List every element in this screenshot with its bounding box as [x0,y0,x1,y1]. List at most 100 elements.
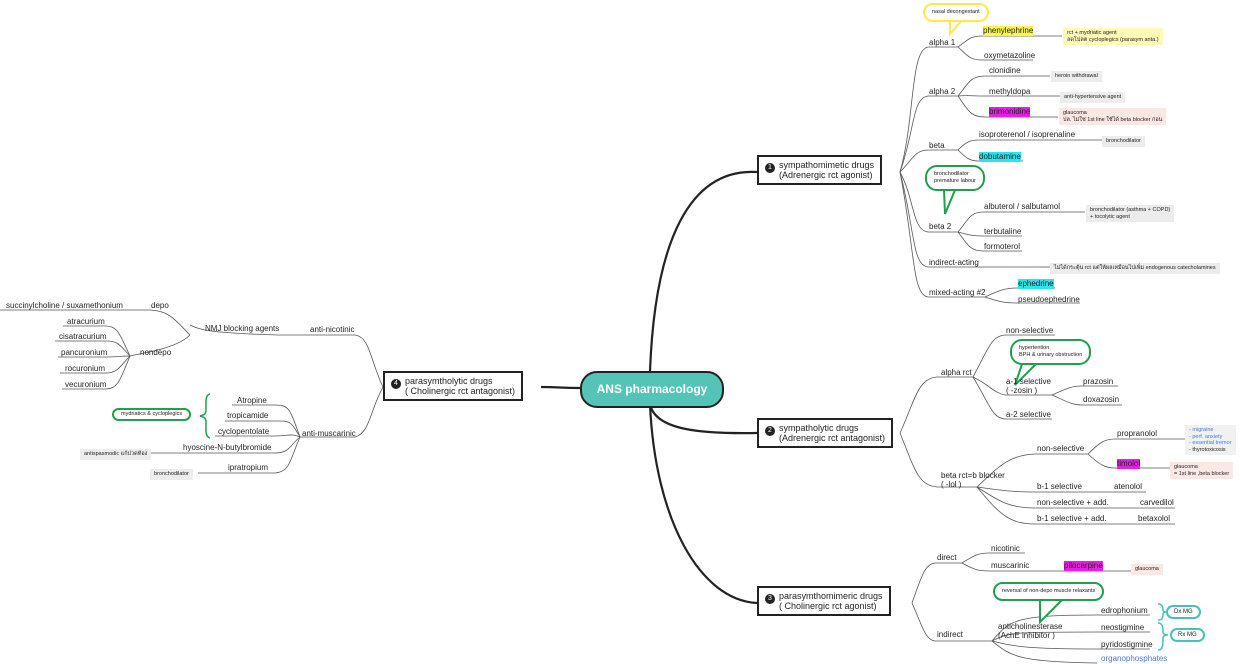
anticholinesterase-bubble: reversal of non-depo muscle relaxants [993,582,1105,601]
indirect-acting-label[interactable]: indirect-acting [929,258,979,267]
label-line: a-1 selective [1006,377,1051,386]
atracurium-label[interactable]: atracurium [67,317,105,326]
nonselective-add-label[interactable]: non-selective + add. [1037,498,1109,507]
beta-blocker-label[interactable]: beta rct=b blocker( -lol ) [941,471,1005,489]
albuterol-label[interactable]: albuterol / salbutamol [984,202,1061,211]
number-badge: 3 [765,594,775,604]
rocuronium-label[interactable]: rocuronium [65,364,106,373]
nmj-blocking-label[interactable]: NMJ blocking agents [205,324,280,333]
tropicamide-label[interactable]: tropicamide [227,411,269,420]
carvedilol-label[interactable]: carvedilol [1140,498,1174,507]
label-line: ( -lol ) [941,480,962,489]
nondepo-label[interactable]: nondepo [140,348,172,357]
cyclopentolate-label[interactable]: cyclopentolate [218,427,270,436]
bubble-line: BPH & urinary obstruction [1019,352,1083,358]
number-badge: 4 [391,379,401,389]
nasal-decongestant-bubble: nasal decongestant [923,3,989,22]
bubble-line: premature labour [934,178,976,184]
vecuronium-label[interactable]: vecuronium [65,380,107,389]
antispasmodic-note: antispasmodic แก้ปวดท้อง [80,449,152,460]
node-title: parasymthomimeric drugs [779,591,883,601]
indirect-acting-note: ไม่ได้กระตุ้น rct แต่ให้ผลเหมือนไปเพิ่ม … [1050,263,1220,274]
alpha-nonselective-label[interactable]: non-selective [1006,326,1054,335]
prazosin-label[interactable]: prazosin [1083,377,1114,386]
timolol-note: glaucoma= 1st line ,beta blocker [1170,462,1234,479]
alpha1-label[interactable]: alpha 1 [929,38,956,47]
anti-muscarinic-label[interactable]: anti-muscarinic [302,429,356,438]
list-item: - thyrotoxicosis [1189,446,1226,453]
note-line: ลดโปลต cycloplegics (parasym anta.) [1067,36,1159,43]
pyridostigmine-label[interactable]: pyridostigmine [1101,640,1153,649]
propranolol-label[interactable]: propranolol [1117,429,1158,438]
note-line: = 1st line ,beta blocker [1174,470,1230,477]
list-item: - perf. anxiety [1189,433,1223,440]
number-badge: 1 [765,163,775,173]
alpha2-label[interactable]: alpha 2 [929,87,956,96]
anti-nicotinic-label[interactable]: anti-nicotinic [310,325,355,334]
oxymetazoline-label[interactable]: oxymetazoline [984,51,1036,60]
direct-label[interactable]: direct [937,553,957,562]
a2-selective-label[interactable]: a-2 selective [1006,410,1051,419]
pancuronium-label[interactable]: pancuronium [61,348,108,357]
formoterol-label[interactable]: formoterol [984,242,1021,251]
doxazosin-label[interactable]: doxazosin [1083,395,1120,404]
pilocarpine-label[interactable]: pilocarpine [1064,561,1103,571]
rx-mg-tag: Rx MG [1170,628,1205,642]
beta-nonselective-label[interactable]: non-selective [1037,444,1085,453]
node-subtitle: ( Cholinergic rct antagonist) [405,386,516,396]
organophosphates-label[interactable]: organophosphates [1101,654,1168,663]
note-line: + tocolytic agent [1090,213,1130,220]
alpha-rct-label[interactable]: alpha rct [941,368,972,377]
atenolol-label[interactable]: atenolol [1114,482,1143,491]
atropine-label[interactable]: Atropine [237,396,267,405]
note-line: ปล. ไม่ใช่ 1st line ใช้ได้ beta blocker … [1063,116,1163,123]
node-title: sympathomimetic drugs [779,160,875,170]
central-topic[interactable]: ANS pharmacology [580,371,724,408]
indirect-label[interactable]: indirect [937,630,963,639]
phenylephrine-label[interactable]: phenylephrine [983,26,1034,36]
depo-label[interactable]: depo [151,301,169,310]
bronchodilator-note: bronchodilator [1102,136,1145,147]
label-line: ( -zosin ) [1006,386,1038,395]
antihypertensive-note: anti-hypertensive agent [1060,92,1126,103]
succinylcholine-label[interactable]: succinylcholine / suxamethonium [6,301,123,310]
ipratropium-label[interactable]: ipratropium [228,463,269,472]
nicotinic-label[interactable]: nicotinic [991,544,1020,553]
isoproterenol-label[interactable]: isoproterenol / isoprenaline [979,130,1076,139]
label-line: beta rct=b blocker [941,471,1005,480]
methyldopa-label[interactable]: methyldopa [989,87,1031,96]
mixed-acting-label[interactable]: mixed-acting #2 [929,288,986,297]
a1-selective-label[interactable]: a-1 selective( -zosin ) [1006,377,1051,395]
neostigmine-label[interactable]: neostigmine [1101,623,1145,632]
albuterol-note: bronchodilator (asthma + COPD)+ tocolyti… [1086,205,1175,222]
timolol-label[interactable]: timolol [1117,459,1141,469]
b1-selective-add-label[interactable]: b-1 selective + add. [1037,514,1107,523]
muscarinic-label[interactable]: muscarinic [991,561,1030,570]
hyoscine-label[interactable]: hyoscine-N-butylbromide [183,443,272,452]
betaxolol-label[interactable]: betaxolol [1138,514,1171,523]
b1-selective-label[interactable]: b-1 selective [1037,482,1082,491]
terbutaline-label[interactable]: terbutaline [984,227,1022,236]
node-title: sympatholytic drugs [779,423,859,433]
pseudoephedrine-label[interactable]: pseudoephedrine [1018,295,1080,304]
node-subtitle: ( Cholinergic rct agonist) [779,601,877,611]
edrophonium-label[interactable]: edrophonium [1101,606,1148,615]
beta2-label[interactable]: beta 2 [929,222,952,231]
label-line: anticholinesterase [998,622,1063,631]
brimonidine-label[interactable]: brimonidine [989,107,1031,117]
dobutamine-label[interactable]: dobutamine [979,152,1021,162]
anticholinesterase-label[interactable]: anticholinesterase(AchE inhibitor ) [998,622,1062,640]
ephedrine-label[interactable]: ephedrine [1018,279,1054,289]
propranolol-uses-list: - migraine - perf. anxiety - essential t… [1185,425,1236,455]
beta-label[interactable]: beta [929,141,945,150]
clonidine-label[interactable]: clonidine [989,66,1021,75]
parasympathomimetic-node[interactable]: 3 parasymthomimeric drugs( Cholinergic rc… [757,586,891,616]
cisatracurium-label[interactable]: cisatracurium [59,332,107,341]
